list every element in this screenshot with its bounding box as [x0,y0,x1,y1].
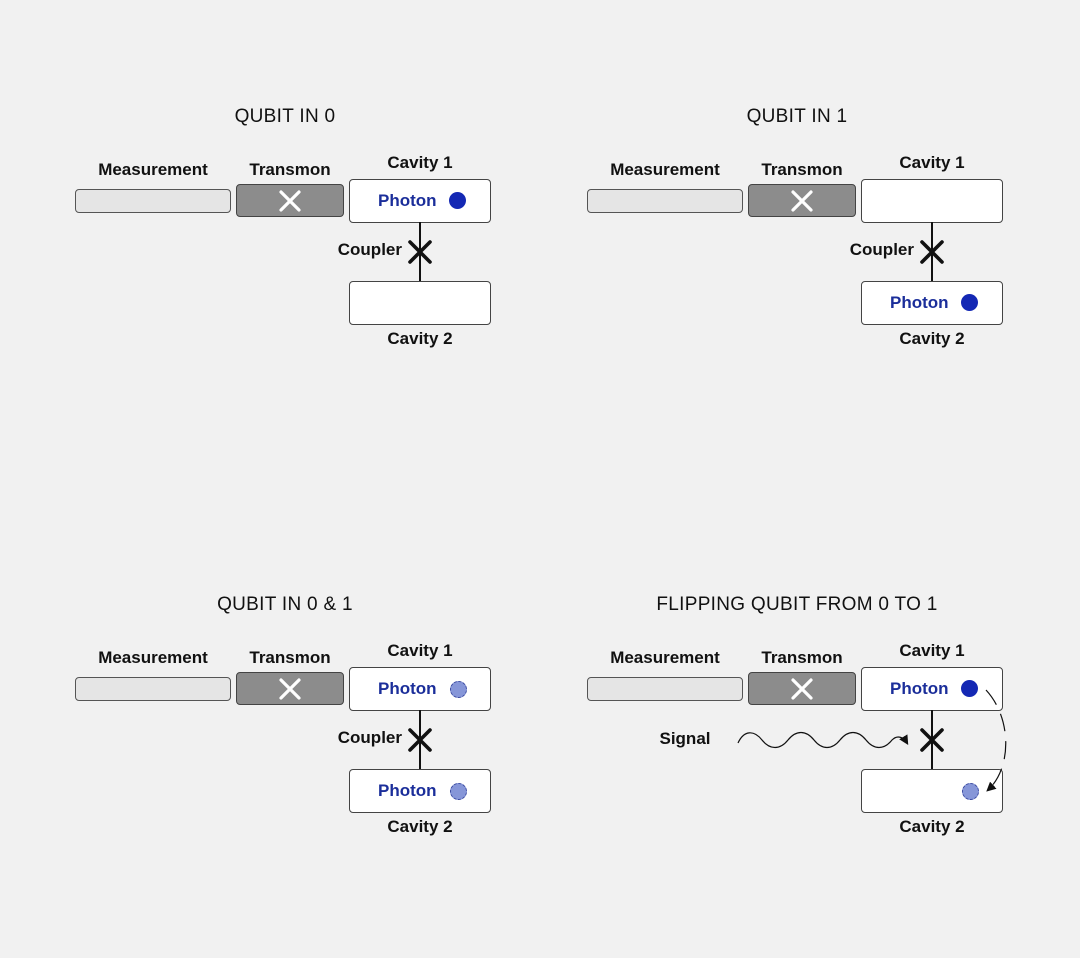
transmon-box [236,184,344,217]
photon-dot-faint [962,783,979,800]
measurement-box [587,677,743,701]
photon-label: Photon [378,191,437,210]
measurement-label: Measurement [98,648,208,667]
coupler-label: Coupler [337,240,402,259]
coupler-label: Coupler [849,240,914,259]
panel-title: FLIPPING QUBIT FROM 0 TO 1 [656,594,938,615]
panel-title: QUBIT IN 0 [234,106,336,127]
cavity1-box [861,179,1003,223]
panel-qubit-in-0: QUBIT IN 0 Measurement Transmon Cavity 1… [0,0,540,470]
measurement-label: Measurement [610,648,720,667]
measurement-label: Measurement [610,160,720,179]
signal-and-transfer-arrows [737,689,1007,792]
signal-wave [737,731,909,749]
photon-dot [449,192,466,209]
transmon-label: Transmon [249,648,331,667]
cavity2-label: Cavity 2 [899,817,965,836]
cavity1-box: Photon [349,667,491,711]
photon-dot-faint [450,783,467,800]
cross-icon [279,190,301,212]
transmon-label: Transmon [249,160,331,179]
cross-icon [279,678,301,700]
cavity1-label: Cavity 1 [899,153,965,172]
cavity2-label: Cavity 2 [387,329,453,348]
cavity1-label: Cavity 1 [899,641,965,660]
signal-label: Signal [659,729,711,748]
cavity2-label: Cavity 2 [387,817,453,836]
transmon-box [236,672,344,705]
photon-label: Photon [890,679,949,698]
cross-icon [791,678,813,700]
cross-icon [791,190,813,212]
transmon-label: Transmon [761,160,843,179]
measurement-box [75,677,231,701]
coupler-cross-icon [920,728,944,752]
panel-title: QUBIT IN 1 [746,106,848,127]
panel-flipping-qubit: FLIPPING QUBIT FROM 0 TO 1 Measurement T… [512,488,1052,958]
cavity1-box: Photon [349,179,491,223]
measurement-label: Measurement [98,160,208,179]
cavity2-box: Photon [861,281,1003,325]
transmon-label: Transmon [761,648,843,667]
transmon-box [748,184,856,217]
photon-label: Photon [378,679,437,698]
photon-dot [961,680,978,697]
cavity1-box: Photon [861,667,1003,711]
cavity1-label: Cavity 1 [387,153,453,172]
panel-qubit-in-1: QUBIT IN 1 Measurement Transmon Cavity 1… [512,0,1052,470]
coupler-label: Coupler [337,728,402,747]
measurement-box [587,189,743,213]
cavity2-box [349,281,491,325]
coupler-cross-icon [408,240,432,264]
panel-qubit-in-superposition: QUBIT IN 0 & 1 Measurement Transmon Cavi… [0,488,540,958]
panel-title: QUBIT IN 0 & 1 [217,594,353,615]
cavity2-box [861,769,1003,813]
photon-dot-faint [450,681,467,698]
cavity2-label: Cavity 2 [899,329,965,348]
transmon-box [748,672,856,705]
coupler-cross-icon [920,240,944,264]
photon-label: Photon [890,293,949,312]
photon-label: Photon [378,781,437,800]
measurement-box [75,189,231,213]
photon-dot [961,294,978,311]
cavity1-label: Cavity 1 [387,641,453,660]
cavity2-box: Photon [349,769,491,813]
coupler-cross-icon [408,728,432,752]
